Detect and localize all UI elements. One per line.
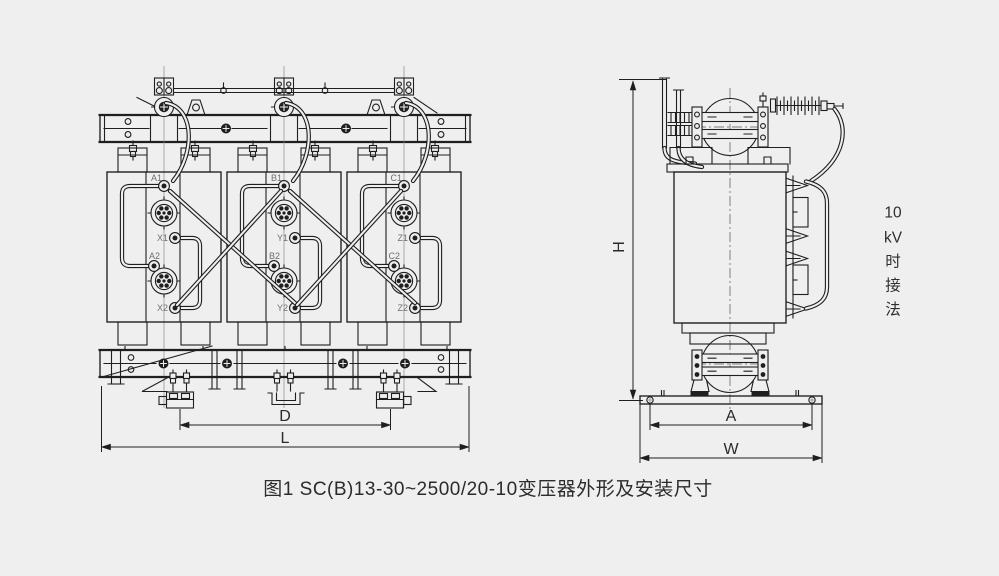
roller-left — [158, 391, 195, 409]
dimension-w: W — [639, 404, 823, 463]
terminal-label-x2: X2 — [157, 303, 168, 313]
terminal-labels: A1 X1 A2 X2 B1 Y1 B2 Y2 C1 Z1 C2 Z2 — [149, 173, 408, 313]
note-line-4: 接 — [885, 277, 901, 295]
note-line-1: 10 — [884, 205, 902, 222]
note-line-3: 时 — [885, 253, 901, 271]
note-line-5: 法 — [885, 301, 901, 319]
note-10kv: 10 kV 时 接 法 — [884, 205, 903, 319]
base-channel — [98, 345, 472, 409]
dimension-d: D — [179, 408, 392, 430]
roller-right — [375, 391, 412, 409]
terminal-label-x1: X1 — [157, 233, 168, 243]
dim-label-l: L — [281, 430, 290, 447]
terminal-label-z2: Z2 — [397, 303, 408, 313]
terminal-label-c1: C1 — [390, 173, 402, 183]
dim-label-a: A — [726, 408, 737, 425]
side-bottom-clamp — [681, 322, 775, 396]
center-channel-bracket — [267, 392, 305, 406]
dimension-h: H — [611, 79, 667, 401]
dim-label-h: H — [611, 241, 628, 253]
dimension-l: L — [100, 386, 470, 452]
terminal-label-y1: Y1 — [277, 233, 288, 243]
terminal-label-a1: A1 — [151, 173, 162, 183]
side-view: H A W — [611, 77, 845, 463]
terminal-label-b2: B2 — [269, 251, 280, 261]
figure-caption: 图1 SC(B)13-30~2500/20-10变压器外形及安装尺寸 — [263, 478, 712, 500]
side-duct-handle — [786, 175, 830, 319]
front-view: A1 X1 A2 X2 B1 Y1 B2 Y2 C1 Z1 C2 Z2 — [98, 66, 472, 452]
hv-bushing — [769, 96, 845, 184]
dimension-a: A — [649, 404, 813, 430]
terminal-label-y2: Y2 — [277, 303, 288, 313]
terminal-label-z1: Z1 — [397, 233, 408, 243]
bushing-cable — [808, 106, 845, 184]
terminal-label-b1: B1 — [271, 173, 282, 183]
side-top-clamp — [658, 77, 791, 173]
dim-label-w: W — [723, 441, 739, 458]
terminal-label-c2: C2 — [388, 251, 400, 261]
dim-label-d: D — [279, 408, 291, 425]
phase-jumper-bars — [167, 188, 418, 308]
terminal-label-a2: A2 — [149, 251, 160, 261]
note-line-2: kV — [884, 230, 903, 247]
